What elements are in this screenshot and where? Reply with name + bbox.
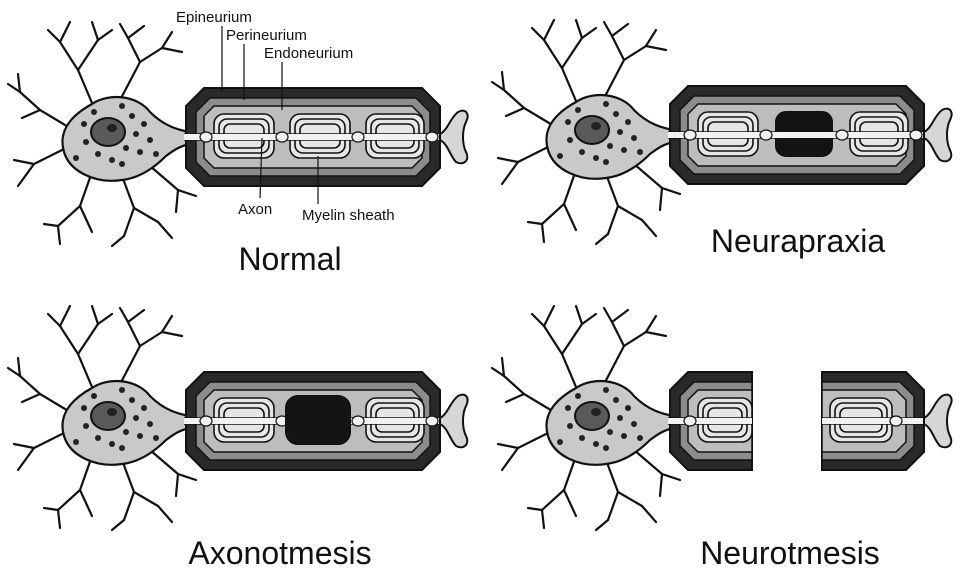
- axon-core: [668, 132, 924, 138]
- node-of-ranvier: [759, 129, 773, 141]
- node-of-ranvier: [889, 415, 903, 427]
- neuron-cell-body: [490, 304, 682, 532]
- node-of-ranvier: [425, 131, 439, 143]
- annotation-group: Epineurium Perineurium Endoneurium Axon …: [176, 9, 395, 224]
- node-of-ranvier: [683, 415, 697, 427]
- neuron-cell-body: [490, 18, 682, 246]
- axon-core: [668, 418, 752, 424]
- neuron-cell-body: [6, 20, 198, 248]
- title-neurapraxia: Neurapraxia: [711, 223, 886, 259]
- axon-lesion: [285, 395, 351, 445]
- node-of-ranvier: [199, 131, 213, 143]
- panel-axonotmesis: [6, 304, 469, 532]
- node-of-ranvier: [275, 131, 289, 143]
- node-of-ranvier: [835, 129, 849, 141]
- axon-terminal: [923, 393, 953, 449]
- title-neurotmesis: Neurotmesis: [700, 535, 880, 571]
- node-of-ranvier: [909, 129, 923, 141]
- axon-terminal: [439, 109, 469, 165]
- axon-core: [184, 134, 440, 140]
- label-axon: Axon: [238, 201, 272, 218]
- title-axonotmesis: Axonotmesis: [188, 535, 371, 571]
- panel-neurotmesis: [490, 304, 953, 532]
- axon-terminal: [439, 393, 469, 449]
- leader-axon: [259, 137, 263, 199]
- label-endoneurium: Endoneurium: [264, 45, 353, 62]
- axon-core: [822, 418, 924, 424]
- title-normal: Normal: [238, 241, 341, 277]
- panel-normal: [6, 20, 469, 248]
- node-of-ranvier: [683, 129, 697, 141]
- label-perineurium: Perineurium: [226, 27, 307, 44]
- panel-neurapraxia: [490, 18, 953, 246]
- axon-terminal: [923, 107, 953, 163]
- node-of-ranvier: [351, 131, 365, 143]
- label-myelin-sheath: Myelin sheath: [302, 207, 395, 224]
- node-of-ranvier: [351, 415, 365, 427]
- label-epineurium: Epineurium: [176, 9, 252, 26]
- node-of-ranvier: [199, 415, 213, 427]
- node-of-ranvier: [425, 415, 439, 427]
- neuron-cell-body: [6, 304, 198, 532]
